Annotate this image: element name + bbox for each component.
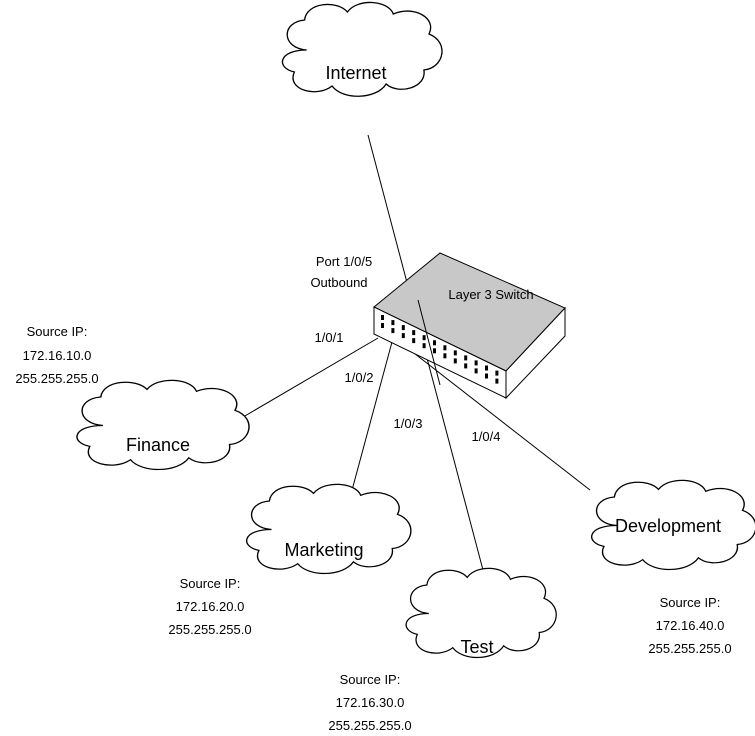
switch-port <box>464 363 468 369</box>
cloud-marketing <box>245 483 412 575</box>
source-ip-address: 172.16.40.0 <box>656 618 725 633</box>
switch-port <box>381 315 384 320</box>
source-ip-marketing: Source IP: 172.16.20.0 255.255.255.0 <box>168 576 251 637</box>
switch-port <box>422 335 426 341</box>
internet-label: Internet <box>325 63 386 83</box>
switch-ports <box>381 315 499 384</box>
development-label: Development <box>615 516 721 536</box>
source-ip-development: Source IP: 172.16.40.0 255.255.255.0 <box>648 595 731 656</box>
switch-port <box>381 323 384 328</box>
switch-port <box>453 358 457 364</box>
switch-port <box>453 350 457 356</box>
switch-side-face <box>505 306 566 400</box>
finance-label: Finance <box>126 435 190 455</box>
source-ip-address: 172.16.30.0 <box>336 695 405 710</box>
source-ip-mask: 255.255.255.0 <box>15 371 98 386</box>
switch-port <box>422 343 426 349</box>
link-development <box>409 349 591 491</box>
link-finance <box>237 337 379 421</box>
source-ip-mask: 255.255.255.0 <box>648 641 731 656</box>
switch-port <box>433 348 436 354</box>
source-ip-title: Source IP: <box>180 576 241 591</box>
source-ip-title: Source IP: <box>660 595 721 610</box>
source-ip-title: Source IP: <box>27 324 88 339</box>
source-ip-address: 172.16.10.0 <box>23 348 92 363</box>
port-label-finance: 1/0/1 <box>315 330 344 345</box>
switch-port <box>485 365 488 371</box>
switch-port <box>433 340 436 346</box>
switch-port <box>391 320 395 326</box>
switch-port <box>391 328 395 334</box>
switch-port <box>412 338 416 344</box>
port-label-development: 1/0/4 <box>472 429 501 444</box>
switch-label: Layer 3 Switch <box>448 287 533 302</box>
switch-port <box>485 373 488 379</box>
switch-port <box>464 355 468 361</box>
source-ip-finance: Source IP: 172.16.10.0 255.255.255.0 <box>15 324 98 386</box>
switch-port <box>474 360 478 366</box>
switch-port <box>495 370 499 376</box>
switch-port <box>401 333 405 339</box>
uplink-port-label: Port 1/0/5 <box>316 254 372 269</box>
marketing-label: Marketing <box>284 540 363 560</box>
layer3-switch <box>373 252 566 400</box>
port-label-test: 1/0/3 <box>394 416 423 431</box>
source-ip-test: Source IP: 172.16.30.0 255.255.255.0 <box>328 672 411 733</box>
switch-port <box>443 353 447 359</box>
switch-port <box>412 330 416 336</box>
switch-port <box>401 325 405 331</box>
switch-port <box>443 345 447 351</box>
cloud-finance <box>76 379 250 471</box>
uplink-direction-label: Outbound <box>310 275 367 290</box>
source-ip-address: 172.16.20.0 <box>176 599 245 614</box>
link-marketing <box>347 341 393 506</box>
source-ip-mask: 255.255.255.0 <box>168 622 251 637</box>
switch-port <box>495 378 499 384</box>
switch-port <box>474 368 478 374</box>
test-label: Test <box>460 637 493 657</box>
source-ip-title: Source IP: <box>340 672 401 687</box>
source-ip-mask: 255.255.255.0 <box>328 718 411 733</box>
link-internet-front <box>417 299 441 386</box>
port-label-marketing: 1/0/2 <box>345 370 374 385</box>
